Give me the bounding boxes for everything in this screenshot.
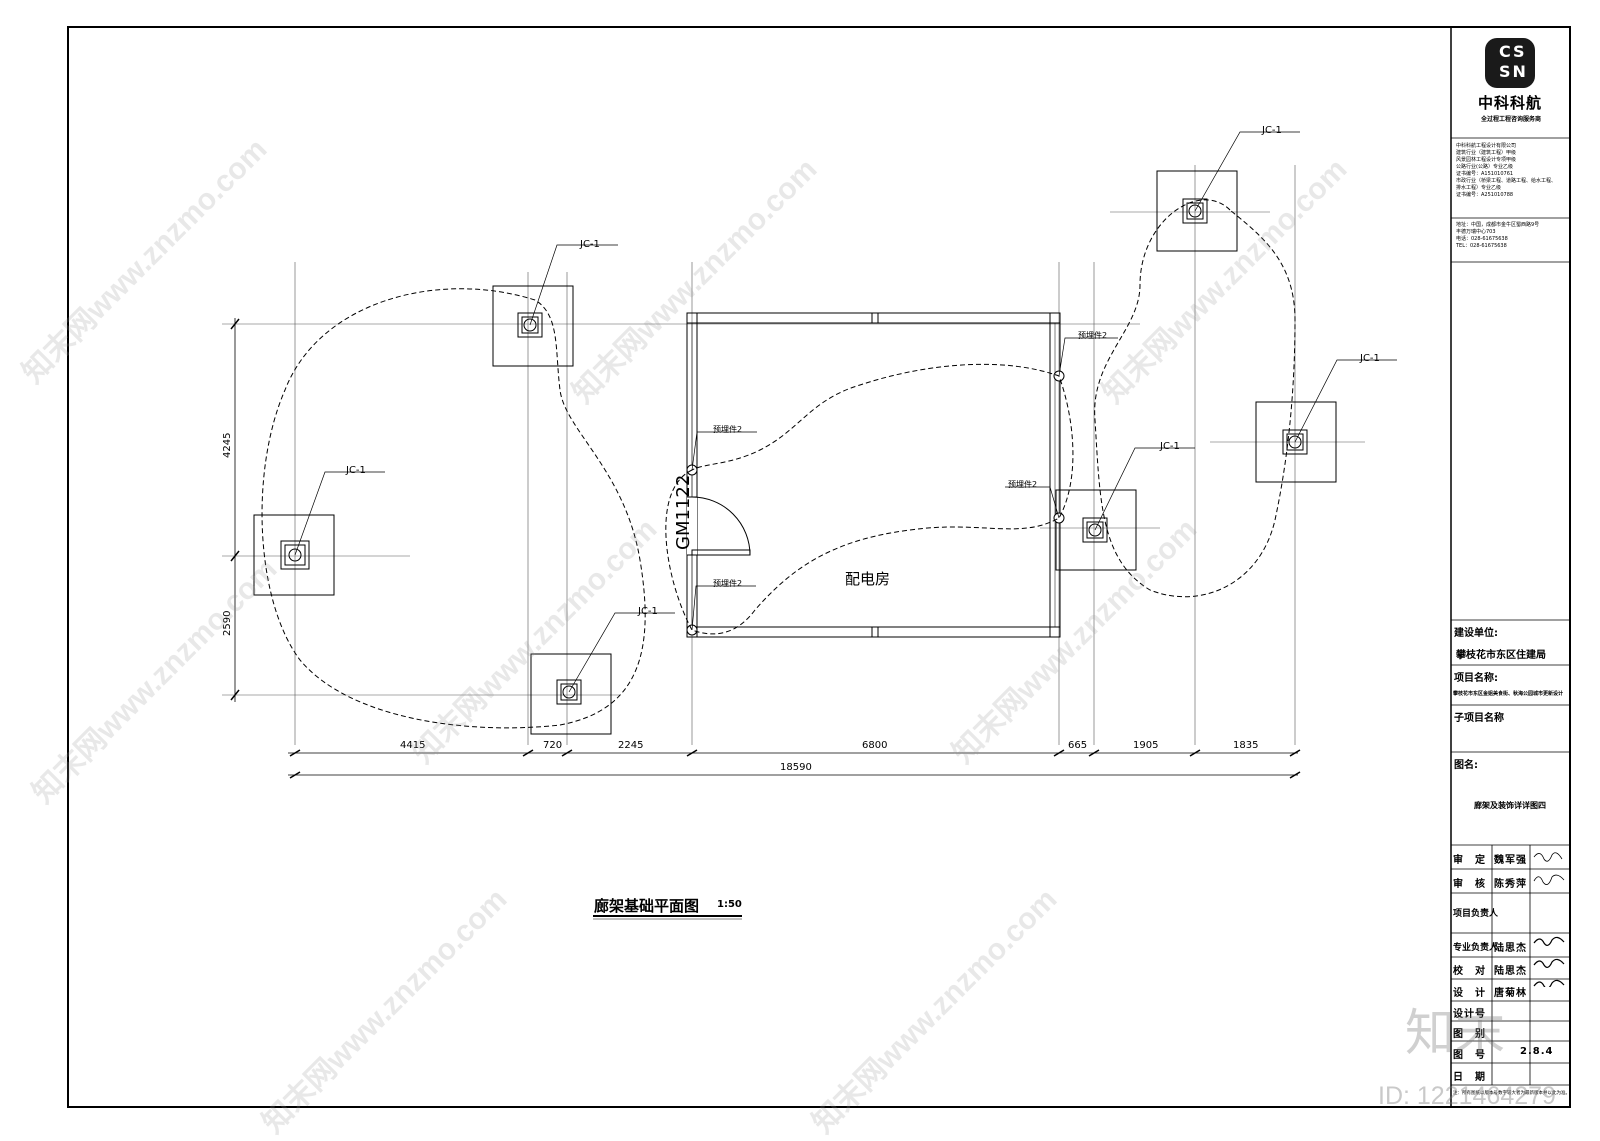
row-role: 审 定 [1453, 855, 1486, 866]
row-name: 陆思杰 [1494, 943, 1527, 954]
dim-total: 18590 [780, 762, 812, 773]
client-value: 攀枝花市东区住建局 [1456, 650, 1546, 661]
door-label: GM1122 [673, 474, 694, 550]
footing-label: JC-1 [1262, 125, 1282, 136]
axis-lines [222, 165, 1365, 745]
dashed-outlines [261, 199, 1296, 729]
dim-4245: 4245 [222, 432, 233, 458]
embed-parts [686, 370, 1065, 636]
room-walls [686, 312, 1061, 638]
row-name: 唐菊林 [1494, 988, 1527, 999]
dim-1835: 1835 [1233, 740, 1259, 751]
row-name: 魏军强 [1494, 855, 1527, 866]
footing-label: JC-1 [638, 606, 658, 617]
dim-6800: 6800 [862, 740, 888, 751]
embed-label: 预埋件2 [713, 425, 743, 434]
footing-label: JC-1 [580, 239, 600, 250]
drawing-value: 廊架及装饰详详图四 [1474, 801, 1546, 810]
row-role: 图 号 [1453, 1050, 1486, 1061]
row-role: 项目负责人 [1453, 909, 1499, 919]
project-value: 攀枝花市东区金姐美食街、秋海公园城市更新设计 [1453, 691, 1564, 697]
dim-1905: 1905 [1133, 740, 1159, 751]
row-role: 审 核 [1453, 879, 1486, 890]
company-info: 中科科航工程设计有限公司 建筑行业（建筑工程）甲级 风景园林工程设计专项甲级 公… [1456, 143, 1557, 198]
row-role: 日 期 [1453, 1072, 1486, 1083]
footing-label: JC-1 [346, 465, 366, 476]
row-name: 2.8.4 [1520, 1046, 1554, 1057]
row-name: 陆思杰 [1494, 966, 1527, 977]
row-name: 陈秀萍 [1494, 879, 1527, 890]
dim-2245: 2245 [618, 740, 644, 751]
watermark-brand: 知末 [1405, 1004, 1505, 1062]
embed-label: 预埋件2 [713, 579, 743, 588]
footing-jc1-e [1255, 401, 1337, 483]
client-label: 建设单位: [1454, 628, 1498, 639]
dim-665: 665 [1068, 740, 1088, 751]
row-role: 专业负责人 [1453, 943, 1499, 953]
company-logo [1485, 38, 1535, 88]
logo-top-text: CS [1499, 42, 1527, 61]
drawing-label: 图名: [1454, 760, 1478, 771]
leaders [294, 131, 1397, 693]
row-role: 设 计 [1453, 988, 1486, 999]
footing-label: JC-1 [1360, 353, 1380, 364]
dimension-lines [230, 318, 1301, 779]
footing-jc1-a [492, 285, 574, 367]
footing-jc1-d [1156, 170, 1238, 252]
company-address: 地址：中国，成都市金牛区蜀西路9号 丰德万瑞中心703 电话：028-61675… [1456, 222, 1540, 249]
embed-label: 预埋件2 [1008, 480, 1038, 489]
footing-label: JC-1 [1160, 441, 1180, 452]
dim-4415: 4415 [400, 740, 426, 751]
embed-label: 预埋件2 [1078, 331, 1108, 340]
footing-jc1-b [253, 514, 335, 596]
titleblock-note: 注：所有图纸以版本号数字较大者为最新版本并以此为准。 [1453, 1091, 1570, 1096]
signatures [1533, 852, 1565, 987]
footings [253, 170, 1337, 735]
subproject-label: 子项目名称 [1454, 713, 1504, 724]
row-role: 校 对 [1453, 966, 1486, 977]
row-role: 图 别 [1453, 1029, 1486, 1040]
footing-jc1-f [1055, 489, 1137, 571]
project-label: 项目名称: [1454, 673, 1498, 684]
watermark-id: ID: 1221464279 [1378, 1082, 1556, 1110]
logo-bottom-text: SN [1499, 62, 1528, 81]
company-slogan: 全过程工程咨询服务商 [1481, 116, 1542, 123]
footing-jc1-c [530, 653, 612, 735]
room-label: 配电房 [845, 570, 891, 588]
dim-720: 720 [543, 740, 563, 751]
row-role: 设计号 [1453, 1009, 1486, 1020]
plan-scale: 1:50 [717, 899, 742, 910]
titleblock-grid [1451, 137, 1570, 1086]
dim-2590: 2590 [222, 610, 233, 636]
company-brand: 中科科航 [1478, 94, 1543, 112]
plan-title: 廊架基础平面图 [594, 897, 700, 915]
drawing-frame [67, 26, 1571, 1108]
